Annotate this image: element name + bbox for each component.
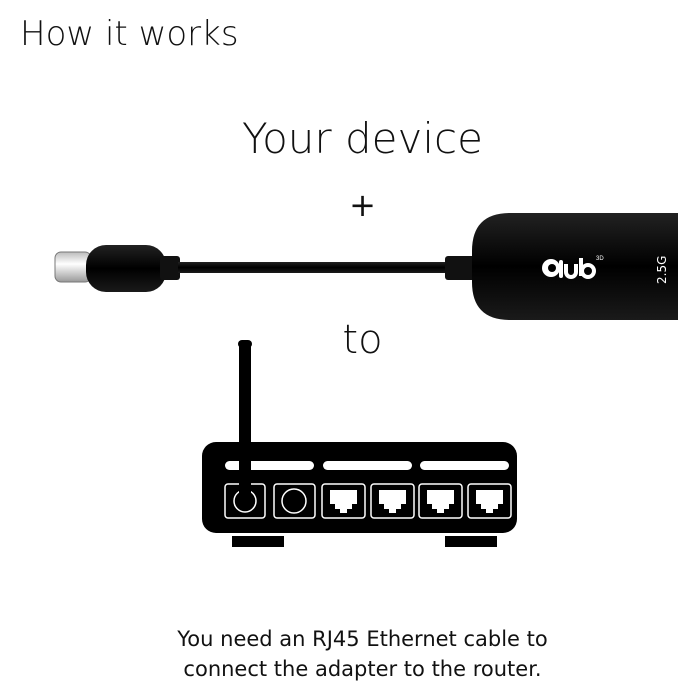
to-label: to: [342, 317, 383, 363]
note-line-2: connect the adapter to the router.: [183, 657, 542, 681]
cable: [178, 262, 453, 273]
speed-label: 2.5G: [655, 256, 669, 284]
svg-text:3D: 3D: [596, 256, 604, 262]
usb-c-plug: [54, 251, 92, 283]
plus-sign: +: [349, 186, 376, 224]
cable-note: You need an RJ45 Ethernet cable to conne…: [0, 624, 700, 684]
device-label: Your device: [242, 114, 483, 163]
router-icon: [202, 340, 517, 547]
club3d-logo: 3D: [542, 256, 604, 279]
note-line-1: You need an RJ45 Ethernet cable to: [177, 627, 548, 651]
page-title: How it works: [20, 14, 239, 54]
antenna: [239, 344, 251, 506]
ethernet-ports: [321, 483, 512, 519]
usb-c-adapter: 3D 2.5G: [54, 213, 678, 320]
